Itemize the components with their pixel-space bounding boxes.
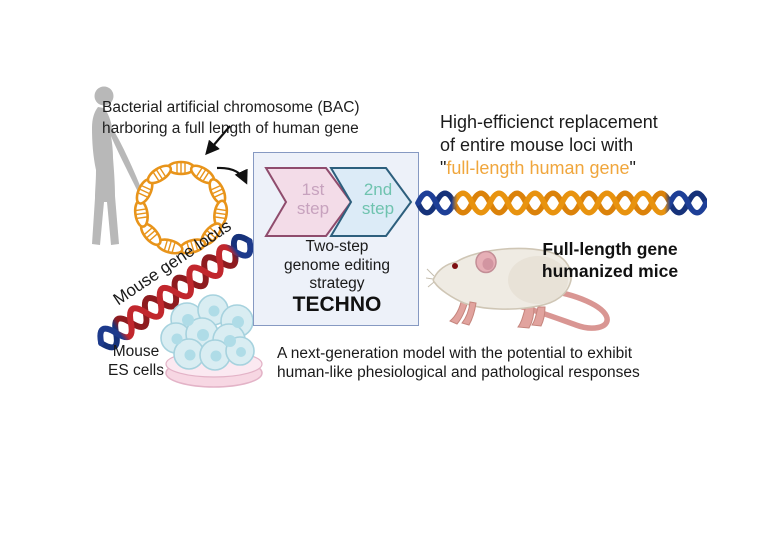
pointer-arrow-icon — [205, 125, 231, 156]
strategy-caption: Two-step genome editing strategy — [284, 238, 390, 292]
mouse-eye — [452, 263, 458, 269]
quote-open: " — [440, 158, 447, 178]
step1-label: 1st step — [296, 180, 330, 218]
quote-close: " — [629, 158, 636, 178]
headline-line3: "full-length human gene" — [440, 157, 720, 180]
es-cells-label: Mouse ES cells — [108, 343, 164, 379]
strategy-box: 1st step 2nd step Two-step genome editin… — [253, 152, 419, 326]
step2-chevron-icon — [329, 167, 413, 237]
curved-arrow-icon — [216, 166, 248, 185]
annotation-arrows — [205, 125, 248, 185]
method-name: TECHNO — [292, 293, 382, 316]
human-dna-icon — [415, 190, 707, 216]
headline-line2: of entire mouse loci with — [440, 135, 634, 155]
headline-line1: High-efficienct replacement — [440, 112, 658, 132]
es-cells-icon — [160, 294, 263, 388]
bottom-note: A next-generation model with the potenti… — [277, 345, 640, 381]
human-silhouette-icon — [92, 86, 142, 245]
headline: High-efficienct replacement of entire mo… — [440, 111, 720, 180]
step1-chevron-icon — [264, 167, 353, 237]
bac-caption: Bacterial artificial chromosome (BAC) ha… — [102, 99, 360, 137]
headline-highlight: full-length human gene — [446, 158, 630, 178]
lab-mouse-icon — [426, 247, 610, 331]
step2-label: 2nd step — [361, 180, 395, 218]
mouse-dna-icon — [85, 220, 269, 361]
mice-label: Full-length gene humanized mice — [541, 239, 679, 281]
two-step-chevrons — [264, 167, 413, 237]
mouse-tail — [519, 287, 610, 331]
